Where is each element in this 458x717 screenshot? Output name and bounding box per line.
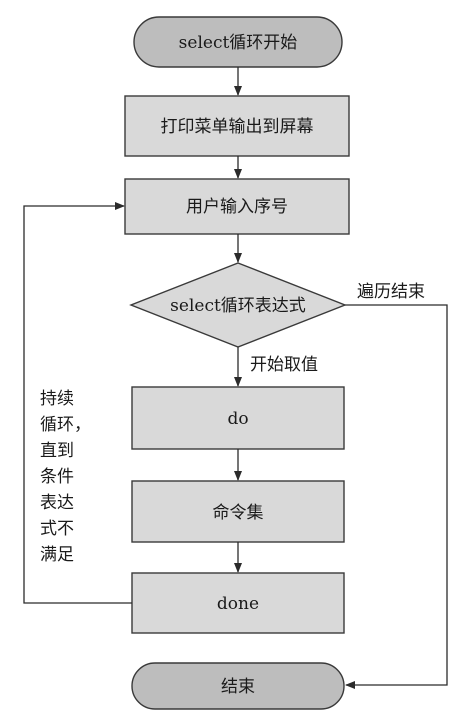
loop-note-line-3: 直到 — [40, 441, 74, 461]
condition-label: select循环表达式 — [170, 296, 306, 316]
print-menu-label: 打印菜单输出到屏幕 — [161, 117, 314, 137]
print-menu-node: 打印菜单输出到屏幕 — [124, 95, 350, 157]
arrow-loop-back — [23, 202, 132, 604]
user-input-label: 用户输入序号 — [186, 197, 288, 217]
done-label: done — [217, 594, 259, 614]
loop-note-line-7: 满足 — [40, 545, 74, 565]
user-input-node: 用户输入序号 — [124, 178, 350, 235]
loop-note: 持续 循环， 直到 条件 表达 式不 满足 — [40, 389, 91, 565]
loop-note-line-4: 条件 — [40, 467, 74, 487]
condition-node: select循环表达式 — [129, 262, 347, 348]
loop-note-line-5: 表达 — [40, 493, 74, 513]
commands-node: 命令集 — [131, 480, 345, 543]
arrow-condition-to-end — [345, 304, 448, 689]
done-node: done — [131, 572, 345, 634]
start-label: select循环开始 — [179, 33, 298, 53]
start-node: select循环开始 — [133, 16, 343, 68]
loop-note-line-1: 持续 — [40, 389, 74, 409]
commands-label: 命令集 — [213, 503, 264, 523]
end-node: 结束 — [131, 662, 345, 710]
end-label: 结束 — [221, 677, 255, 697]
traverse-end-label: 遍历结束 — [357, 282, 425, 302]
do-node: do — [131, 386, 345, 450]
start-value-label: 开始取值 — [250, 355, 318, 375]
loop-note-line-2: 循环， — [40, 415, 91, 435]
loop-note-line-6: 式不 — [40, 519, 74, 539]
do-label: do — [227, 409, 248, 429]
